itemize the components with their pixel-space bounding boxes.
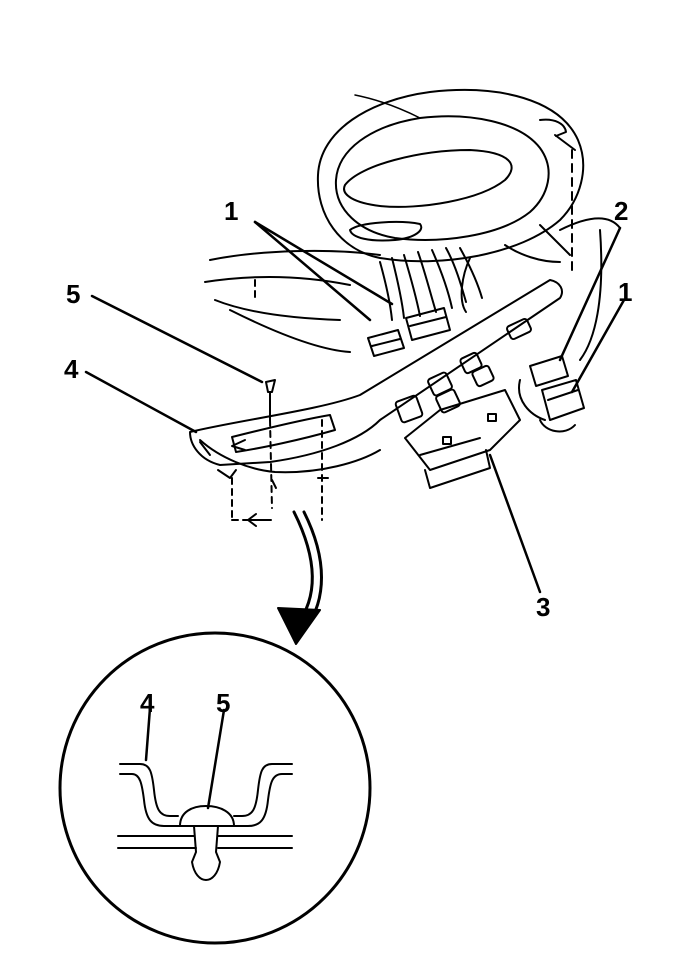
trim-panel xyxy=(189,279,563,489)
leader-lines xyxy=(84,220,626,594)
electrical-connector-center xyxy=(405,307,451,341)
switch-connector-right xyxy=(518,355,585,433)
steering-wheel xyxy=(316,89,585,263)
callout-2: 2 xyxy=(614,196,629,226)
dashboard xyxy=(204,149,621,361)
wiring-harness xyxy=(379,244,561,321)
detail-view xyxy=(58,631,372,945)
callout-3: 3 xyxy=(536,592,551,622)
detail-arrow xyxy=(277,510,323,645)
callout-5: 5 xyxy=(66,279,81,309)
retainer-clip xyxy=(217,379,329,527)
detail-callout-5: 5 xyxy=(216,688,231,718)
electrical-connector-left xyxy=(367,329,405,357)
detail-callout-4: 4 xyxy=(140,688,155,718)
callout-1-right: 1 xyxy=(618,277,633,307)
callout-1-left: 1 xyxy=(224,196,239,226)
callout-4: 4 xyxy=(64,354,79,384)
